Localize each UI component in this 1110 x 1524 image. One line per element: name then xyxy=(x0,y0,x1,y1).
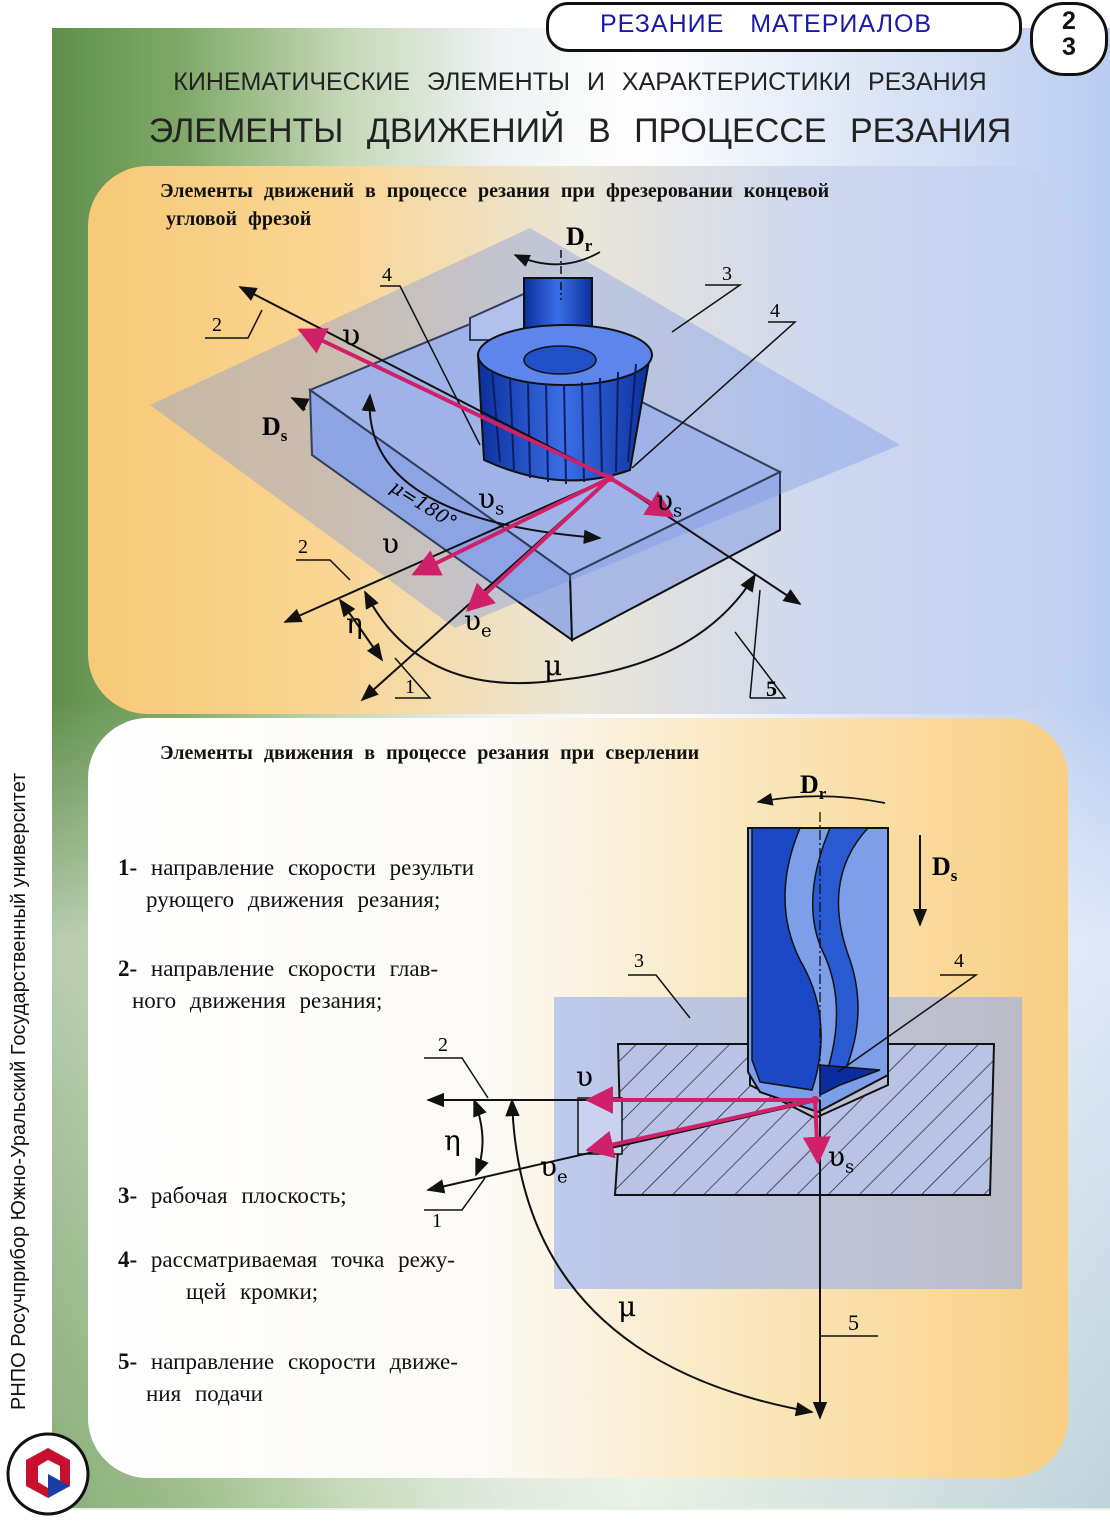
legend-text-cont: ного движения резания; xyxy=(132,988,383,1013)
legend-item-4: 4- рассматриваемая точка режу- щей кромк… xyxy=(118,1244,568,1308)
page-title: КИНЕМАТИЧЕСКИЕ ЭЛЕМЕНТЫ И ХАРАКТЕРИСТИКИ… xyxy=(173,68,987,96)
drill-label-3: 3 xyxy=(634,950,644,972)
drill-label-2: 2 xyxy=(438,1034,448,1056)
legend-number: 3- xyxy=(118,1183,138,1208)
milling-label-4-right: 4 xyxy=(770,300,780,322)
drill-mu: μ xyxy=(618,1290,637,1323)
milling-label-2-bottom: 2 xyxy=(298,536,308,558)
legend-number: 4- xyxy=(118,1247,138,1272)
page-number-badge xyxy=(1030,2,1108,76)
legend-text-cont: рующего движения резания; xyxy=(146,887,441,912)
drill-label-5: 5 xyxy=(848,1310,859,1335)
legend-text-cont: щей кромки; xyxy=(186,1279,319,1304)
page-subtitle: ЭЛЕМЕНТЫ ДВИЖЕНИЙ В ПРОЦЕССЕ РЕЗАНИЯ xyxy=(148,112,1012,150)
page-number-bottom: 3 xyxy=(1062,33,1076,61)
legend-text: рабочая плоскость; xyxy=(150,1183,347,1208)
legend-number: 5- xyxy=(118,1349,138,1374)
milling-vs-right: υs xyxy=(656,484,683,522)
milling-cutting-point xyxy=(606,474,614,482)
drill-ds-label: Ds xyxy=(932,852,958,886)
legend-number: 1- xyxy=(118,855,138,880)
milling-label-1: 1 xyxy=(405,676,415,698)
drilling-caption: Элементы движения в процессе резания при… xyxy=(160,742,700,764)
milling-ve: υe xyxy=(464,604,492,642)
legend-text: рассматриваемая точка режу- xyxy=(150,1247,455,1272)
milling-v-bottom: υ xyxy=(382,527,400,560)
drill-eta: η xyxy=(444,1124,461,1157)
drill-ve: υe xyxy=(540,1150,568,1188)
legend-text: направление скорости глав- xyxy=(150,956,439,981)
legend-item-2: 2- направление скорости глав- ного движе… xyxy=(118,953,568,1017)
milling-caption-line1: Элементы движений в процессе резания при… xyxy=(160,180,830,202)
legend-item-3: 3- рабочая плоскость; xyxy=(118,1180,568,1212)
drill-v: υ xyxy=(576,1060,594,1093)
milling-ds-label: Ds xyxy=(262,412,288,446)
milling-label-4-left: 4 xyxy=(382,264,392,286)
drilling-cutting-point xyxy=(811,1096,819,1104)
sidebar-publisher-text: РНПО Росучприбор Южно-Уральский Государс… xyxy=(8,772,30,1410)
drill-dr-label: Dr xyxy=(800,770,827,804)
milling-eta: η xyxy=(346,607,363,640)
milling-velocity-arrows xyxy=(297,328,675,612)
legend-number: 2- xyxy=(118,956,138,981)
milling-dr-label: Dr xyxy=(566,222,593,256)
drilling-leader-lines xyxy=(424,974,979,1337)
legend-item-1: 1- направление скорости результи рующего… xyxy=(118,852,568,916)
drilling-velocity-arrows xyxy=(585,1086,831,1165)
page-number: 2 3 xyxy=(1030,8,1108,60)
publisher-logo xyxy=(6,1432,90,1516)
section-tab-label: РЕЗАНИЕ МАТЕРИАЛОВ xyxy=(600,10,933,38)
milling-v-top: υ xyxy=(342,318,361,353)
milling-mu: μ xyxy=(544,649,563,682)
milling-vs-left: υs xyxy=(478,482,505,520)
section-tab xyxy=(546,2,1022,52)
drill-label-4: 4 xyxy=(954,950,964,972)
legend-text: направление скорости движе- xyxy=(150,1349,458,1374)
legend-text-cont: ния подачи xyxy=(146,1381,263,1406)
drill-label-1: 1 xyxy=(432,1210,442,1232)
milling-leader-lines xyxy=(205,284,797,699)
page-number-top: 2 xyxy=(1062,7,1076,35)
milling-label-5: 5 xyxy=(766,676,777,701)
legend-text: направление скорости результи xyxy=(150,855,475,880)
milling-label-3: 3 xyxy=(722,263,732,285)
milling-caption-line2: угловой фрезой xyxy=(166,208,312,230)
legend-item-5: 5- направление скорости движе- ния подач… xyxy=(118,1346,568,1410)
milling-label-2-top: 2 xyxy=(212,314,222,336)
drill-vs: υs xyxy=(828,1140,855,1178)
